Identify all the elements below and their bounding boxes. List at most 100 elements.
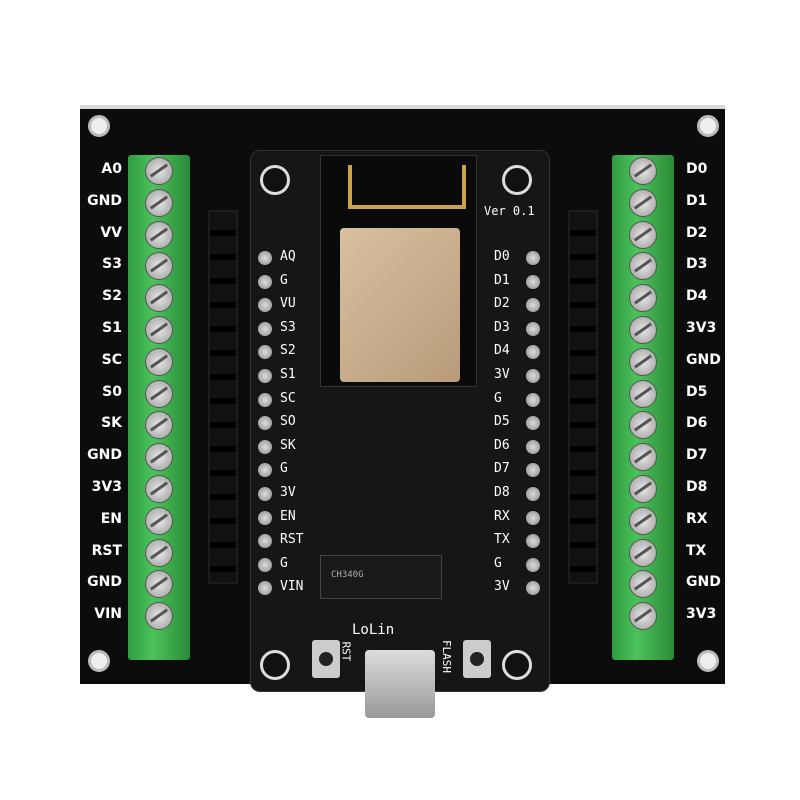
screw-icon[interactable]: [145, 538, 173, 567]
terminal-label: D8: [686, 479, 708, 495]
terminal-label: D4: [686, 288, 708, 305]
header-pin: [258, 274, 272, 289]
mount-hole: [88, 650, 110, 672]
screw-icon[interactable]: [145, 443, 173, 472]
mount-hole: [697, 650, 719, 672]
pin-label: D5: [494, 414, 510, 430]
version-label: Ver 0.1: [484, 204, 535, 218]
pin-label: D2: [494, 296, 510, 312]
flash-label: FLASH: [440, 639, 454, 674]
header-pin: [526, 534, 540, 549]
terminal-label: D3: [686, 256, 708, 273]
header-pin: [526, 487, 540, 501]
screw-icon[interactable]: [629, 157, 657, 185]
mount-hole: [502, 165, 532, 195]
terminal-label: A0: [101, 161, 122, 177]
pin-label: 3V: [280, 485, 296, 500]
screw-icon[interactable]: [629, 347, 657, 376]
pin-label: D8: [494, 485, 510, 500]
pin-label: RST: [280, 532, 304, 548]
header-pin: [258, 581, 272, 596]
terminal-label: 3V3: [686, 320, 717, 336]
screw-icon[interactable]: [629, 284, 657, 313]
screw-icon[interactable]: [145, 411, 173, 440]
screw-icon[interactable]: [145, 220, 173, 249]
header-pin: [258, 392, 272, 407]
brand-label: LoLin: [352, 622, 395, 638]
micro-usb-port[interactable]: [365, 650, 435, 718]
terminal-label: D2: [686, 224, 708, 241]
header-pin: [258, 321, 272, 336]
pin-label: G: [494, 390, 502, 406]
pin-label: S1: [280, 367, 296, 382]
pin-label: G: [280, 461, 288, 477]
screw-icon[interactable]: [145, 188, 173, 217]
flash-button[interactable]: [463, 640, 491, 678]
screw-icon[interactable]: [145, 347, 173, 376]
pin-label: SO: [280, 414, 296, 430]
screw-icon[interactable]: [145, 602, 173, 631]
pin-label: D7: [494, 461, 510, 477]
header-pin: [258, 298, 272, 313]
usb-serial-chip: CH340G: [320, 555, 442, 599]
screw-icon[interactable]: [145, 284, 173, 313]
screw-icon[interactable]: [629, 570, 657, 599]
screw-icon[interactable]: [145, 316, 173, 344]
terminal-label: 3V3: [91, 479, 122, 495]
header-pin: [258, 439, 272, 454]
screw-icon[interactable]: [145, 506, 173, 535]
mount-hole: [502, 650, 532, 680]
terminal-label: RST: [91, 542, 122, 559]
mount-hole: [260, 165, 290, 195]
screw-icon[interactable]: [629, 379, 657, 408]
screw-icon[interactable]: [145, 379, 173, 408]
screw-icon[interactable]: [145, 570, 173, 599]
header-pin: [258, 487, 272, 501]
rst-label: RST: [339, 641, 353, 662]
mount-hole: [88, 115, 110, 137]
screw-icon[interactable]: [629, 538, 657, 567]
pin-label: 3V: [494, 367, 510, 382]
terminal-label: SK: [101, 415, 122, 432]
screw-icon[interactable]: [629, 316, 657, 344]
terminal-label: D5: [686, 383, 708, 400]
terminal-label: D0: [686, 161, 708, 177]
screw-icon[interactable]: [629, 411, 657, 440]
terminal-label: S2: [102, 288, 122, 305]
screw-icon[interactable]: [629, 475, 657, 503]
pin-label: SC: [280, 390, 296, 406]
terminal-label: S3: [102, 256, 122, 273]
terminal-label: D6: [686, 415, 708, 432]
pin-label: SK: [280, 437, 296, 453]
screw-icon[interactable]: [629, 602, 657, 631]
pin-label: D1: [494, 272, 510, 288]
header-pin: [526, 345, 540, 360]
mount-hole: [260, 650, 290, 680]
header-pin: [526, 463, 540, 478]
rst-button[interactable]: [312, 640, 340, 678]
header-pin: [258, 534, 272, 549]
screw-icon[interactable]: [145, 475, 173, 503]
screw-icon[interactable]: [629, 506, 657, 535]
screw-icon[interactable]: [629, 220, 657, 249]
pin-label: VU: [280, 296, 296, 312]
screw-icon[interactable]: [629, 188, 657, 217]
terminal-label: S1: [102, 320, 122, 336]
terminal-label: GND: [686, 351, 721, 368]
pin-label: S3: [280, 319, 296, 335]
screw-icon[interactable]: [629, 252, 657, 281]
pin-label: RX: [494, 508, 510, 524]
screw-icon[interactable]: [145, 157, 173, 185]
header-pin: [258, 510, 272, 525]
screw-icon[interactable]: [145, 252, 173, 281]
pin-label: D0: [494, 249, 510, 264]
header-pin: [526, 274, 540, 289]
header-pin: [526, 416, 540, 431]
pin-label: D6: [494, 437, 510, 453]
screw-icon[interactable]: [629, 443, 657, 472]
header-pin: [258, 557, 272, 572]
chip-text: CH340G: [331, 570, 364, 580]
left-female-header: [208, 210, 238, 584]
header-pin: [526, 581, 540, 596]
terminal-label: EN: [100, 510, 122, 527]
